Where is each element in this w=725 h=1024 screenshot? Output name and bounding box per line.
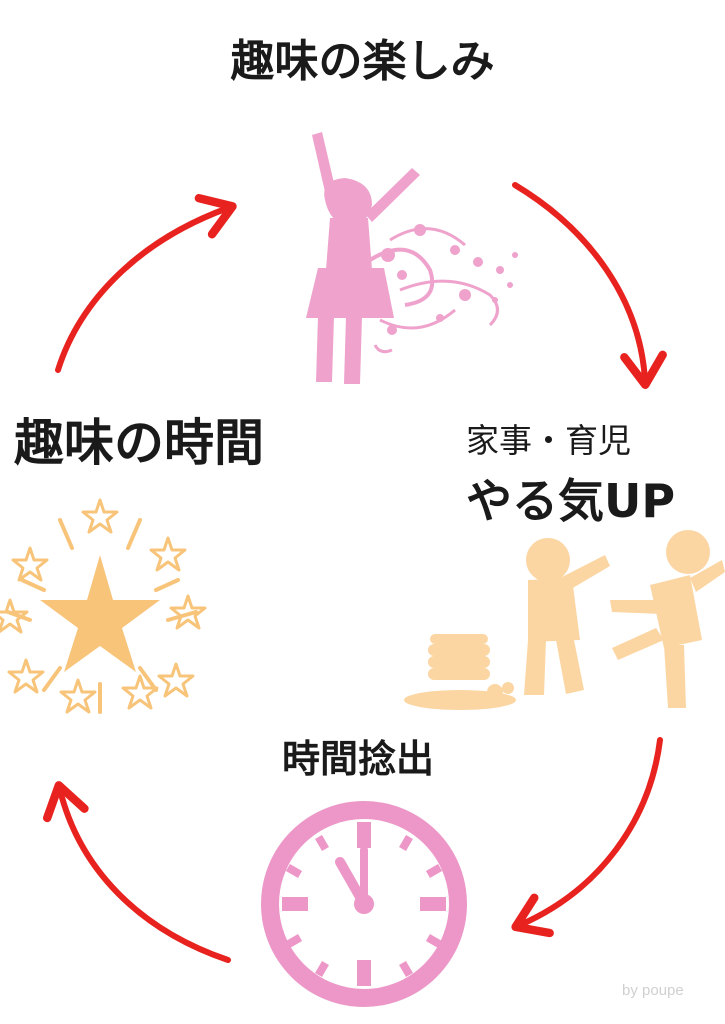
arrow-top-right xyxy=(512,182,667,389)
arrow-left-top xyxy=(55,193,237,373)
label-housework-childcare: 家事・育児 xyxy=(466,421,631,460)
star-burst-icon xyxy=(0,498,207,714)
jumping-girl-silhouette-icon xyxy=(306,132,518,384)
arrow-right-bottom xyxy=(511,737,663,938)
credit-text: by poupe xyxy=(622,982,684,999)
label-hobby-enjoyment: 趣味の楽しみ xyxy=(230,36,495,87)
label-motivation-up: やる気UP xyxy=(466,474,676,528)
label-hobby-time: 趣味の時間 xyxy=(14,414,264,472)
label-make-time: 時間捻出 xyxy=(282,737,435,781)
clock-icon xyxy=(261,801,467,1007)
arrow-bottom-left xyxy=(43,781,231,963)
children-and-pancakes-icon xyxy=(404,530,725,710)
